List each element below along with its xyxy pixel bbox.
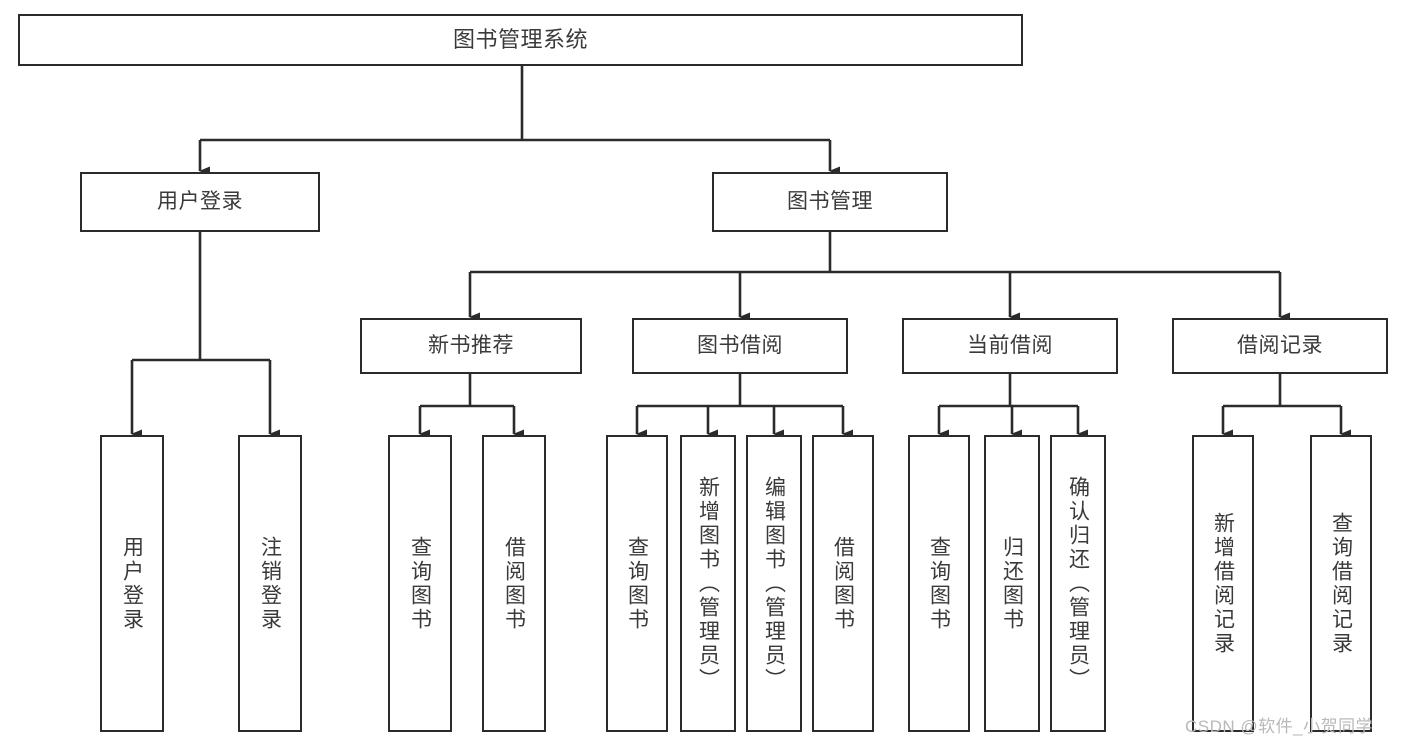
node-new-book-recommend[interactable]: 新书推荐 — [360, 318, 582, 374]
node-user-login-leaf-label: 用户登录 — [120, 535, 144, 632]
node-cur-return-book[interactable]: 归还图书 — [984, 435, 1040, 732]
node-borrow-edit-book[interactable]: 编辑图书（管理员） — [746, 435, 802, 732]
node-borrow-record-label: 借阅记录 — [1237, 334, 1323, 358]
node-rec-add-record[interactable]: 新增借阅记录 — [1192, 435, 1254, 732]
node-cur-query-book-label: 查询图书 — [927, 535, 951, 632]
node-current-borrow-label: 当前借阅 — [967, 334, 1053, 358]
node-rec-query-book[interactable]: 查询图书 — [388, 435, 452, 732]
node-rec-query-record-label: 查询借阅记录 — [1329, 511, 1353, 656]
watermark: CSDN @软件_小贺同学 — [1185, 717, 1374, 736]
node-cur-return-book-label: 归还图书 — [1000, 535, 1024, 632]
node-borrow-query-book[interactable]: 查询图书 — [606, 435, 668, 732]
node-book-manage-label: 图书管理 — [787, 190, 873, 214]
node-borrow-add-book-label: 新增图书（管理员） — [696, 475, 720, 692]
node-borrow-record[interactable]: 借阅记录 — [1172, 318, 1388, 374]
node-book-borrow-label: 图书借阅 — [697, 334, 783, 358]
node-borrow-query-book-label: 查询图书 — [625, 535, 649, 632]
node-borrow-borrow-book[interactable]: 借阅图书 — [812, 435, 874, 732]
node-borrow-add-book[interactable]: 新增图书（管理员） — [680, 435, 736, 732]
node-rec-query-record[interactable]: 查询借阅记录 — [1310, 435, 1372, 732]
node-current-borrow[interactable]: 当前借阅 — [902, 318, 1118, 374]
node-cur-confirm-return[interactable]: 确认归还（管理员） — [1050, 435, 1106, 732]
node-rec-add-record-label: 新增借阅记录 — [1211, 511, 1235, 656]
node-borrow-edit-book-label: 编辑图书（管理员） — [762, 475, 786, 692]
node-cur-confirm-return-label: 确认归还（管理员） — [1066, 475, 1090, 692]
node-rec-borrow-book-label: 借阅图书 — [502, 535, 526, 632]
node-book-borrow[interactable]: 图书借阅 — [632, 318, 848, 374]
node-root-label: 图书管理系统 — [452, 26, 588, 52]
node-new-book-recommend-label: 新书推荐 — [428, 334, 514, 358]
node-rec-query-book-label: 查询图书 — [408, 535, 432, 632]
node-user-logout-leaf[interactable]: 注销登录 — [238, 435, 302, 732]
node-user-login-leaf[interactable]: 用户登录 — [100, 435, 164, 732]
node-root[interactable]: 图书管理系统 — [18, 14, 1023, 66]
node-borrow-borrow-book-label: 借阅图书 — [831, 535, 855, 632]
node-cur-query-book[interactable]: 查询图书 — [908, 435, 970, 732]
node-user-login[interactable]: 用户登录 — [80, 172, 320, 232]
node-user-login-label: 用户登录 — [157, 190, 243, 214]
node-rec-borrow-book[interactable]: 借阅图书 — [482, 435, 546, 732]
node-book-manage[interactable]: 图书管理 — [712, 172, 948, 232]
node-user-logout-leaf-label: 注销登录 — [258, 535, 282, 632]
